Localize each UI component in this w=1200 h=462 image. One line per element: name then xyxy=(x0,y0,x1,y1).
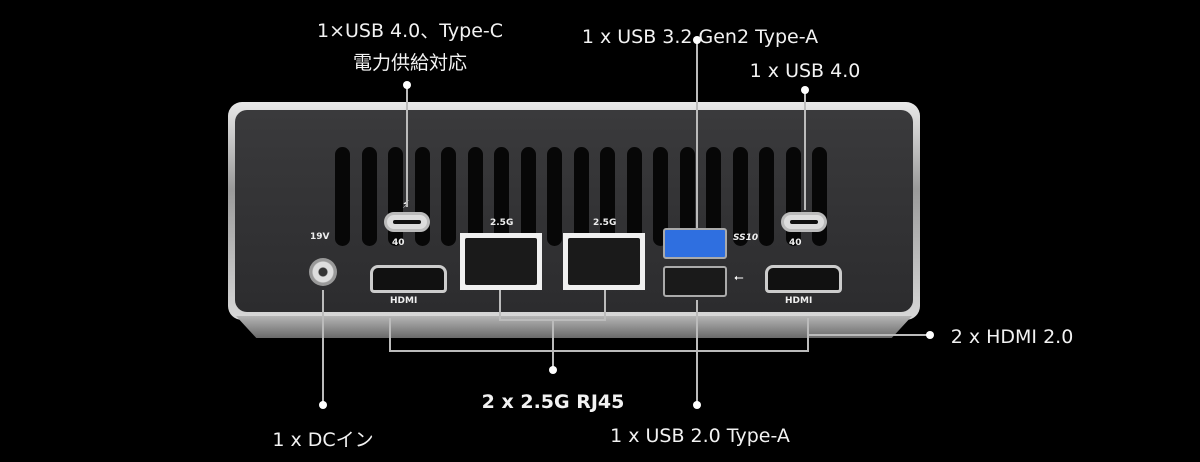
vent-slot xyxy=(653,147,668,246)
dot xyxy=(926,331,934,339)
usb32-port xyxy=(663,228,727,259)
leader-usb4 xyxy=(804,90,806,210)
label-usb32: 1 x USB 3.2 Gen2 Type-A xyxy=(581,26,819,48)
hdmi-port-right xyxy=(765,265,842,293)
rj45-port-2 xyxy=(563,233,645,290)
hdmi-port-left xyxy=(370,265,447,293)
usb-ss-mark: SS10 xyxy=(733,233,759,243)
usb4-mark-right: 40 xyxy=(789,238,802,248)
hdmi-mark-left: HDMI xyxy=(390,296,418,306)
label-dc: 1 x DCイン xyxy=(272,429,374,451)
leader-rj45 xyxy=(552,320,554,370)
leader-hdmi xyxy=(389,318,391,351)
dot xyxy=(319,401,327,409)
hdmi-mark-right: HDMI xyxy=(785,296,813,306)
vent-slot xyxy=(335,147,350,246)
label-rj45: 2 x 2.5G RJ45 xyxy=(481,391,625,413)
vent-slot xyxy=(759,147,774,246)
vent-slot xyxy=(467,147,483,246)
dot xyxy=(693,401,701,409)
usbc-port-left xyxy=(384,212,430,232)
vent-slot xyxy=(441,147,456,246)
leader-rj45 xyxy=(604,290,606,320)
leader-hdmi xyxy=(808,334,930,336)
vent-slot xyxy=(706,147,721,246)
rj45-port-1 xyxy=(460,233,542,290)
usb4-mark-left: 40 xyxy=(392,238,405,248)
leader-dc xyxy=(322,290,324,405)
leader-rj45 xyxy=(499,290,501,320)
label-hdmi: 2 x HDMI 2.0 xyxy=(950,326,1074,348)
usb20-port xyxy=(663,266,727,297)
vent-slot xyxy=(626,147,642,246)
leader-usb20 xyxy=(696,300,698,405)
label-usbc-pd-2: 電力供給対応 xyxy=(352,52,468,74)
vent-slot xyxy=(520,147,536,246)
dot xyxy=(403,81,411,89)
vent-slot xyxy=(600,147,615,246)
usb-icon: ⭠ xyxy=(734,270,744,284)
vent-slot xyxy=(573,147,589,246)
lan-speed-2: 2.5G xyxy=(593,218,617,228)
vent-slot xyxy=(547,147,562,246)
dc-jack xyxy=(309,258,337,286)
dc-rating: 19V xyxy=(310,232,330,242)
dot xyxy=(549,366,557,374)
dot xyxy=(801,86,809,94)
usbc-port-right xyxy=(781,212,827,232)
vent-slot xyxy=(494,147,509,246)
device-base xyxy=(236,316,912,338)
dot xyxy=(693,36,701,44)
leader-usb32 xyxy=(696,40,698,228)
label-usbc-pd: 1×USB 4.0、Type-C xyxy=(316,20,504,42)
vent-slot xyxy=(679,147,695,246)
lan-speed-1: 2.5G xyxy=(490,218,514,228)
vent-slot xyxy=(732,147,748,246)
label-usb20: 1 x USB 2.0 Type-A xyxy=(610,425,790,447)
power-icon: ⚡ xyxy=(402,198,410,211)
vent-slot xyxy=(361,147,377,246)
leader-usbc-left xyxy=(406,85,408,207)
label-usb4: 1 x USB 4.0 xyxy=(749,60,861,82)
leader-hdmi xyxy=(389,350,809,352)
